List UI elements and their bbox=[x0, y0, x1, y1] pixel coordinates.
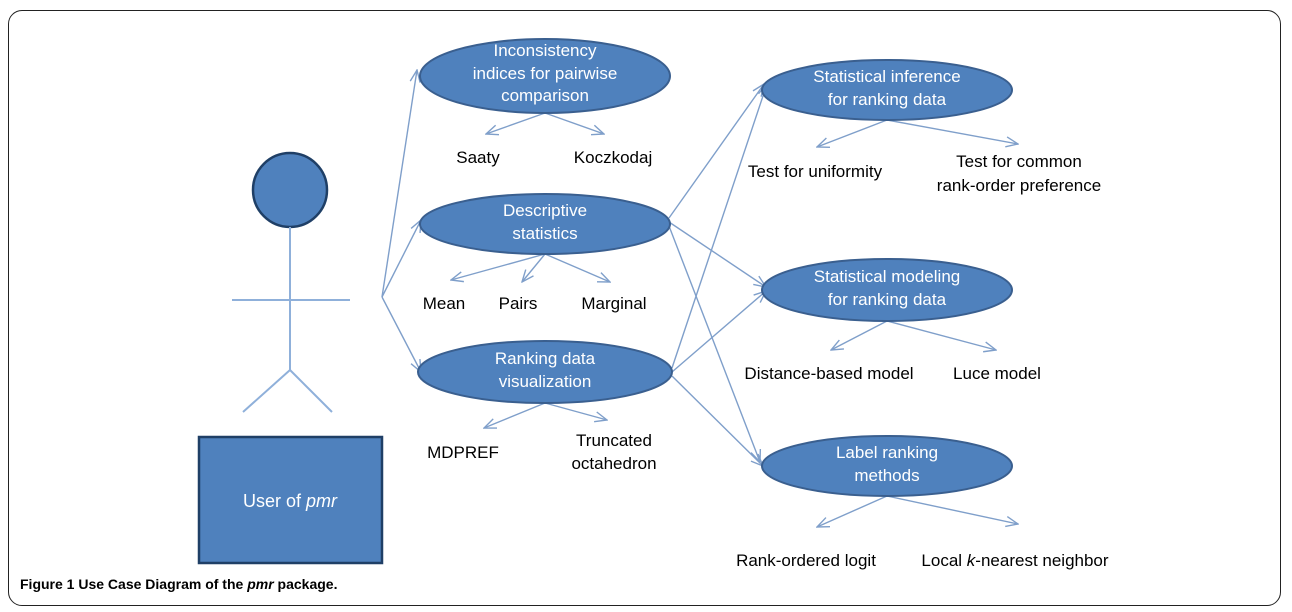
caption-text: Use Case Diagram of the bbox=[78, 576, 244, 592]
edge-to-uniformity bbox=[817, 119, 888, 147]
output-test-common-line-1: Test for common bbox=[956, 152, 1082, 171]
inconsistency-line-1: Inconsistency bbox=[494, 41, 597, 60]
output-pairs: Pairs bbox=[499, 294, 538, 313]
output-marginal: Marginal bbox=[581, 294, 646, 313]
caption-text-end: package. bbox=[277, 576, 338, 592]
edge-descriptive-inference bbox=[668, 84, 764, 219]
edge-to-knn bbox=[886, 495, 1018, 524]
edge-actor-descriptive bbox=[381, 220, 421, 298]
edge-to-saaty bbox=[486, 112, 546, 134]
edge-to-mdpref bbox=[484, 402, 546, 428]
cross-edges bbox=[668, 84, 767, 466]
use-case-visualization: Ranking data visualization bbox=[417, 340, 673, 404]
edge-visualization-inference bbox=[671, 84, 767, 369]
output-edges bbox=[451, 112, 1018, 527]
output-test-uniformity: Test for uniformity bbox=[748, 162, 883, 181]
actor-edges bbox=[381, 70, 421, 372]
edge-to-koczkodaj bbox=[544, 112, 604, 134]
visualization-line-1: Ranking data bbox=[495, 349, 596, 368]
user-box-label: User of pmr bbox=[243, 491, 338, 511]
edge-descriptive-label bbox=[668, 225, 760, 462]
descriptive-line-1: Descriptive bbox=[503, 201, 587, 220]
edge-visualization-modeling bbox=[671, 291, 766, 373]
use-case-descriptive: Descriptive statistics bbox=[419, 193, 671, 255]
edge-to-marginal bbox=[544, 253, 610, 282]
figure-caption: Figure 1 Use Case Diagram of the pmr pac… bbox=[20, 576, 337, 592]
inconsistency-line-2: indices for pairwise bbox=[473, 64, 618, 83]
output-truncated-line-2: octahedron bbox=[571, 454, 656, 473]
edge-to-truncated bbox=[544, 402, 607, 420]
edge-to-rank-ordered-logit bbox=[817, 495, 888, 527]
output-mdpref: MDPREF bbox=[427, 443, 499, 462]
edge-to-luce-model bbox=[886, 320, 996, 350]
use-case-inconsistency: Inconsistency indices for pairwise compa… bbox=[419, 38, 671, 114]
use-case-modeling: Statistical modeling for ranking data bbox=[761, 258, 1013, 322]
edge-actor-visualization bbox=[381, 296, 421, 372]
inconsistency-line-3: comparison bbox=[501, 86, 589, 105]
use-case-inference: Statistical inference for ranking data bbox=[761, 59, 1013, 121]
inference-line-2: for ranking data bbox=[828, 90, 947, 109]
output-distance-model: Distance-based model bbox=[744, 364, 913, 383]
actor-head bbox=[251, 151, 329, 229]
visualization-line-2: visualization bbox=[499, 372, 592, 391]
use-case-label-ranking: Label ranking methods bbox=[761, 435, 1013, 497]
label-ranking-line-1: Label ranking bbox=[836, 443, 938, 462]
edge-descriptive-modeling bbox=[668, 221, 766, 287]
caption-label: Figure 1 bbox=[20, 576, 75, 592]
edge-visualization-label bbox=[671, 375, 763, 466]
output-mean: Mean bbox=[423, 294, 466, 313]
actor-left-leg bbox=[242, 369, 291, 413]
figure-frame bbox=[8, 10, 1281, 606]
edge-to-pairs bbox=[522, 253, 546, 282]
output-saaty: Saaty bbox=[456, 148, 500, 167]
output-truncated-line-1: Truncated bbox=[576, 431, 652, 450]
edge-to-mean bbox=[451, 253, 546, 280]
modeling-line-2: for ranking data bbox=[828, 290, 947, 309]
inference-line-1: Statistical inference bbox=[813, 67, 960, 86]
modeling-line-1: Statistical modeling bbox=[814, 267, 960, 286]
edge-to-common-preference bbox=[886, 119, 1018, 144]
actor-figure bbox=[232, 151, 350, 413]
output-local-knn: Local k-nearest neighbor bbox=[921, 551, 1108, 570]
edge-actor-inconsistency bbox=[381, 70, 417, 298]
descriptive-line-2: statistics bbox=[512, 224, 577, 243]
output-test-common-line-2: rank-order preference bbox=[937, 176, 1101, 195]
actor-right-leg bbox=[289, 369, 333, 413]
edge-to-distance-model bbox=[831, 320, 888, 350]
caption-italic: pmr bbox=[247, 576, 274, 592]
user-box bbox=[197, 435, 384, 565]
label-ranking-line-2: methods bbox=[854, 466, 919, 485]
output-rank-ordered-logit: Rank-ordered logit bbox=[736, 551, 876, 570]
output-koczkodaj: Koczkodaj bbox=[574, 148, 652, 167]
output-luce-model: Luce model bbox=[953, 364, 1041, 383]
